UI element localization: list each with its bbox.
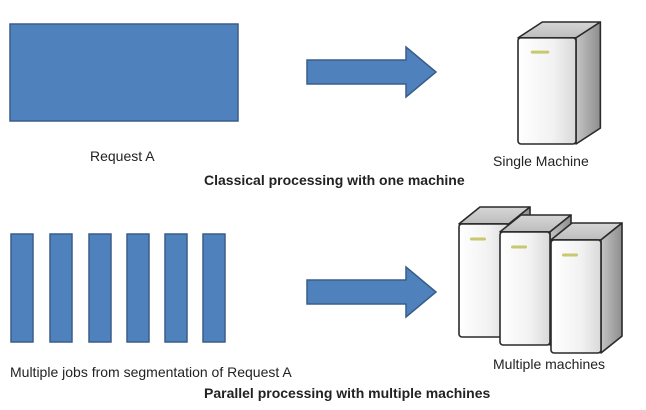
right-arrow-icon <box>306 45 438 99</box>
right-arrow-icon <box>306 265 438 319</box>
job-block <box>88 233 112 343</box>
server-tower-icon <box>517 21 602 145</box>
server-led <box>562 253 578 257</box>
request-a-label: Request A <box>90 148 155 164</box>
job-block <box>10 233 34 343</box>
single-machine-label: Single Machine <box>493 153 589 169</box>
multiple-machines-server-icons <box>458 206 623 354</box>
multiple-jobs-label: Multiple jobs from segmentation of Reque… <box>10 364 292 380</box>
job-blocks-group <box>10 233 226 343</box>
multiple-machines-label: Multiple machines <box>493 356 606 372</box>
single-machine-server-icon <box>517 21 602 145</box>
job-block <box>202 233 226 343</box>
server-led <box>530 50 550 54</box>
server-led <box>511 245 527 249</box>
server-led <box>470 237 486 241</box>
parallel-processing-caption: Parallel processing with multiple machin… <box>204 385 491 401</box>
job-block <box>49 233 73 343</box>
request-a-block <box>9 23 239 122</box>
job-block <box>164 233 188 343</box>
server-tower-icon <box>550 222 623 354</box>
job-block <box>126 233 150 343</box>
classical-processing-caption: Classical processing with one machine <box>204 172 465 188</box>
